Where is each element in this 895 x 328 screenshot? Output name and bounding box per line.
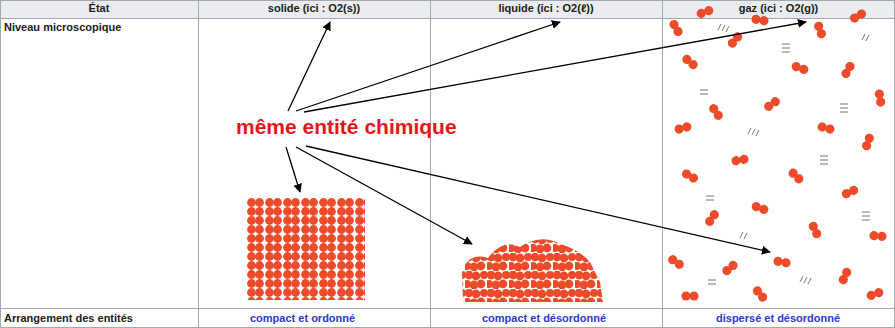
callout-text: même entité chimique [236,114,457,139]
table-header: liquide (ici : O2(ℓ)) [430,2,662,15]
motion-lines [700,24,870,284]
table-header: gaz (ici : O2(g)) [662,2,895,15]
row-header: Arrangement des entités [4,312,133,325]
row-header: Niveau microscopique [4,21,121,34]
table-header: État [0,2,198,15]
gas-molecules [666,5,887,304]
table-header: solide (ici : O2(s)) [198,2,430,15]
liquid-blob [455,230,610,305]
solid-lattice [247,198,365,300]
header-band [0,0,895,18]
cell-text: compact et ordonné [250,312,355,325]
cell-text: dispersé et désordonné [716,312,840,325]
cell-text: compact et désordonné [482,312,606,325]
